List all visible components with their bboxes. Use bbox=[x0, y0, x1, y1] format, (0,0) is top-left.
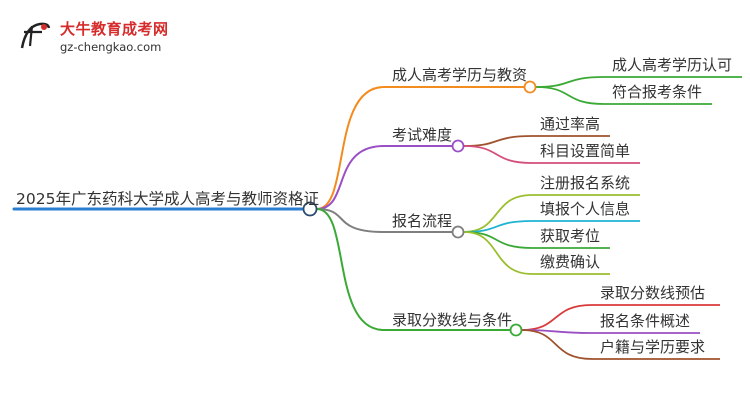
branch-connector-4 bbox=[316, 208, 510, 331]
branch-2-node-circle bbox=[451, 139, 465, 153]
mindmap-nodes bbox=[302, 80, 537, 337]
leaf-4-3-label[interactable]: 户籍与学历要求 bbox=[600, 338, 706, 356]
leaf-connector-3-4 bbox=[463, 231, 610, 275]
root-node-label[interactable]: 2025年广东药科大学成人高考与教师资格证 bbox=[16, 190, 319, 208]
leaf-1-1-label[interactable]: 成人高考学历认可 bbox=[612, 56, 733, 74]
branch-4-node-circle bbox=[509, 323, 523, 337]
mindmap-edges bbox=[12, 76, 742, 360]
branch-4-label[interactable]: 录取分数线与条件 bbox=[392, 311, 513, 329]
brand-name: 大牛教育成考网 bbox=[60, 20, 169, 38]
branch-1-node-circle bbox=[523, 80, 537, 94]
root-node-circle bbox=[302, 201, 318, 217]
leaf-3-4-label[interactable]: 缴费确认 bbox=[540, 253, 601, 271]
leaf-3-2-label[interactable]: 填报个人信息 bbox=[540, 200, 631, 218]
branch-1-label[interactable]: 成人高考学历与教资 bbox=[392, 66, 528, 84]
leaf-connector-3-1 bbox=[463, 194, 640, 233]
leaf-connector-1-1 bbox=[535, 76, 742, 88]
branch-3-label[interactable]: 报名流程 bbox=[392, 212, 453, 230]
branch-connector-3 bbox=[316, 208, 452, 233]
leaf-connector-4-3 bbox=[521, 329, 720, 360]
branch-connector-2 bbox=[316, 145, 452, 210]
branch-2-label[interactable]: 考试难度 bbox=[392, 126, 453, 144]
brand-url: gz-chengkao.com bbox=[60, 40, 162, 54]
leaf-1-2-label[interactable]: 符合报考条件 bbox=[612, 83, 703, 101]
leaf-connector-2-2 bbox=[463, 145, 640, 164]
leaf-4-1-label[interactable]: 录取分数线预估 bbox=[600, 284, 706, 302]
leaf-connector-4-2 bbox=[521, 329, 700, 334]
leaf-3-1-label[interactable]: 注册报名系统 bbox=[540, 174, 631, 192]
leaf-connector-3-2 bbox=[463, 220, 640, 233]
leaf-connector-2-1 bbox=[463, 135, 610, 147]
leaf-2-1-label[interactable]: 通过率高 bbox=[540, 115, 601, 133]
leaf-connector-4-1 bbox=[521, 304, 720, 331]
leaf-2-2-label[interactable]: 科目设置简单 bbox=[540, 142, 631, 160]
site-logo[interactable]: 大牛教育成考网 gz-chengkao.com bbox=[8, 8, 198, 58]
branch-connector-1 bbox=[316, 86, 524, 210]
leaf-4-2-label[interactable]: 报名条件概述 bbox=[600, 312, 691, 330]
leaf-connector-1-2 bbox=[535, 86, 712, 105]
branch-3-node-circle bbox=[451, 225, 465, 239]
leaf-3-3-label[interactable]: 获取考位 bbox=[540, 227, 601, 245]
logo-mark-icon bbox=[20, 22, 51, 49]
